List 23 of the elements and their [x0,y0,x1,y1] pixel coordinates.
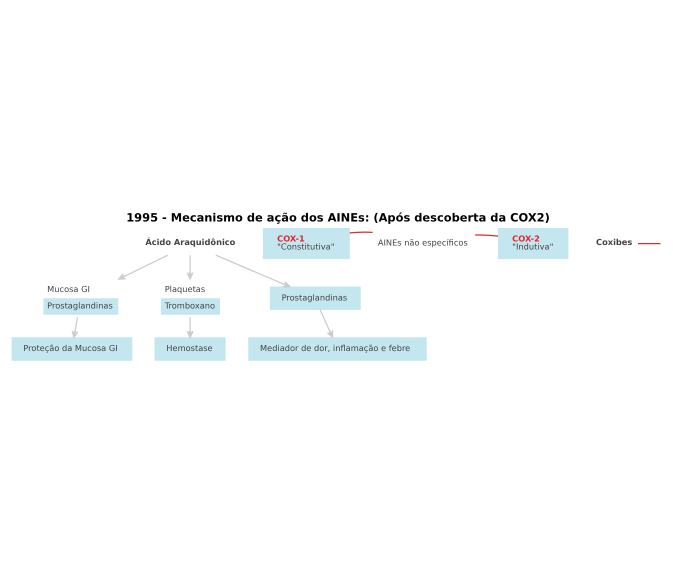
node-box: Hemostase [154,336,226,360]
node-text: AINEs não específicos [378,237,468,248]
arrow [118,254,168,280]
node-box: Proteção da Mucosa GI [12,336,132,360]
arrow [320,309,334,338]
node-box: Tromboxano [160,298,220,314]
node-box: COX-2 "Indutiva" [498,228,568,259]
diagram-title: 1995 - Mecanismo de ação dos AINEs: (Após descoberta da COX2) [126,210,550,224]
connector [638,242,660,244]
connector [475,234,498,236]
connector [350,231,373,234]
node-label: Mucosa GI [47,284,90,294]
node-label: Plaquetas [164,284,206,294]
node-box: Mediador de dor, inflamação e febre [248,336,427,360]
node-text: Coxibes [596,236,632,247]
node-text: Ácido Araquidônico [145,236,236,247]
arrow [186,254,194,280]
arrow [186,316,194,338]
node-box: Prostaglandinas [43,298,118,314]
node-box: Prostaglandinas [270,286,361,310]
arrow [216,254,291,288]
arrow [72,316,78,338]
node-box: COX-1 "Constitutiva" [262,228,350,259]
